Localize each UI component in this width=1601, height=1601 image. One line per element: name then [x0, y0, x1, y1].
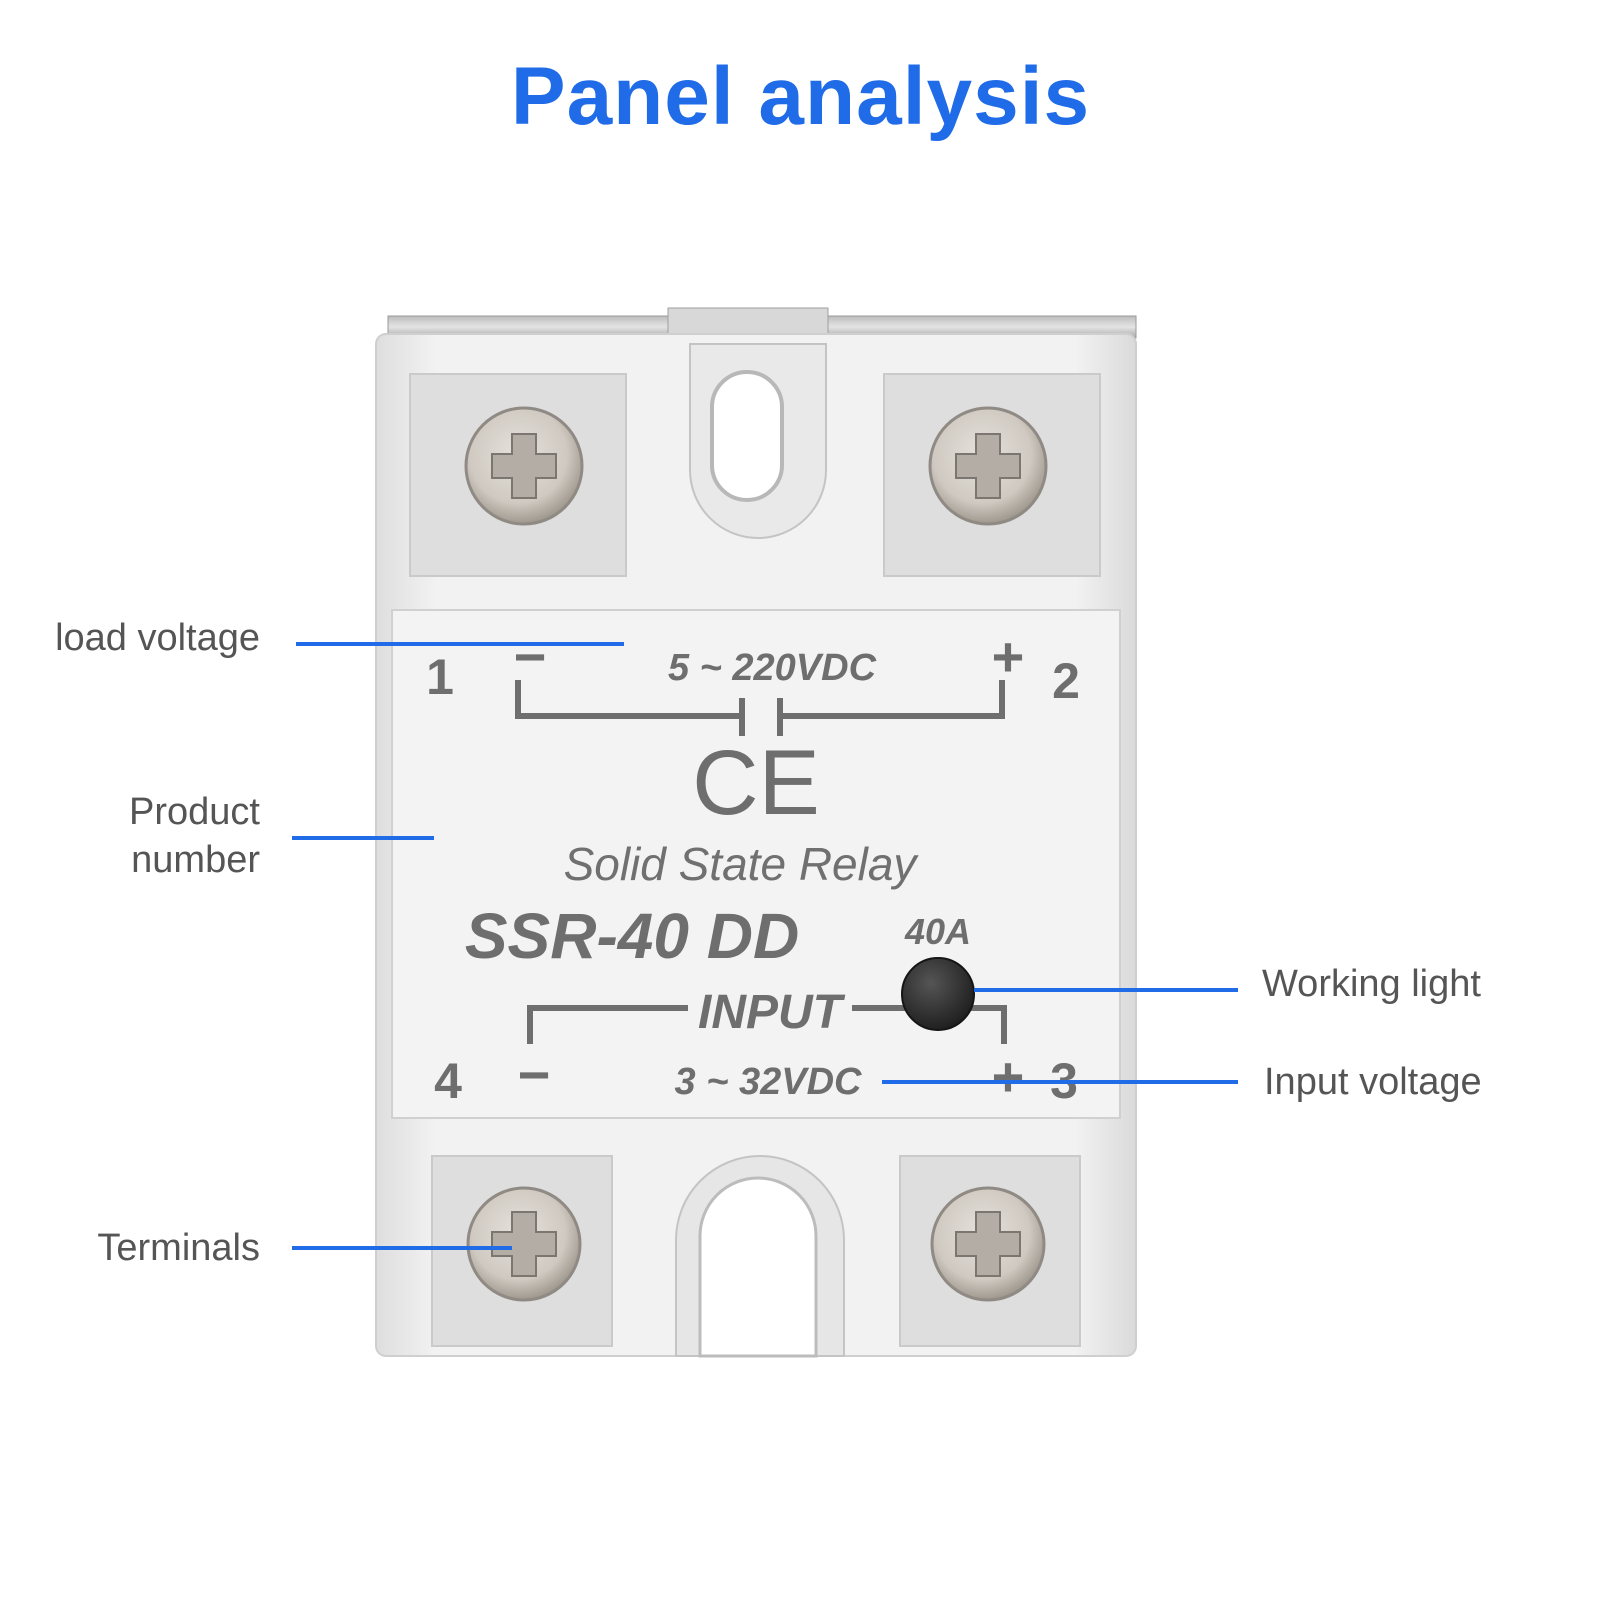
- terminal-screw-1: [464, 406, 584, 526]
- terminal-2-number: 2: [1052, 653, 1080, 709]
- input-label: INPUT: [698, 986, 846, 1039]
- callout-terminals: Terminals: [97, 1227, 260, 1269]
- load-voltage-range: 5 ~ 220VDC: [668, 647, 877, 689]
- callout-load-voltage: load voltage: [55, 617, 260, 659]
- mounting-slot-hole: [710, 370, 784, 502]
- load-minus-symbol: −: [514, 625, 547, 688]
- terminal-screw-2: [928, 406, 1048, 526]
- terminal-screw-3: [930, 1186, 1046, 1302]
- ce-mark: CE: [692, 732, 820, 834]
- terminal-4-number: 4: [434, 1053, 462, 1109]
- label-panel: [391, 609, 1121, 1119]
- terminal-screw-4: [466, 1186, 582, 1302]
- callout-working-light: Working light: [1262, 963, 1481, 1005]
- input-circuit-diagram: [527, 1005, 1007, 1044]
- page-title: Panel analysis: [510, 51, 1091, 142]
- input-minus-symbol: −: [518, 1043, 551, 1106]
- mounting-notch-hole: [698, 1176, 818, 1358]
- input-voltage-range: 3 ~ 32VDC: [675, 1061, 862, 1103]
- load-plus-symbol: +: [992, 625, 1025, 688]
- terminal-1-number: 1: [426, 649, 454, 705]
- current-rating: 40A: [904, 911, 971, 952]
- product-name: Solid State Relay: [564, 838, 920, 890]
- callout-input-voltage: Input voltage: [1264, 1061, 1482, 1103]
- working-led: [901, 957, 975, 1031]
- callout-product-number: Product number: [129, 791, 260, 881]
- model-number: SSR-40 DD: [465, 900, 799, 972]
- input-plus-symbol: +: [992, 1045, 1025, 1108]
- callout-leader-lines: [292, 642, 1238, 1250]
- load-circuit-diagram: [515, 680, 1005, 736]
